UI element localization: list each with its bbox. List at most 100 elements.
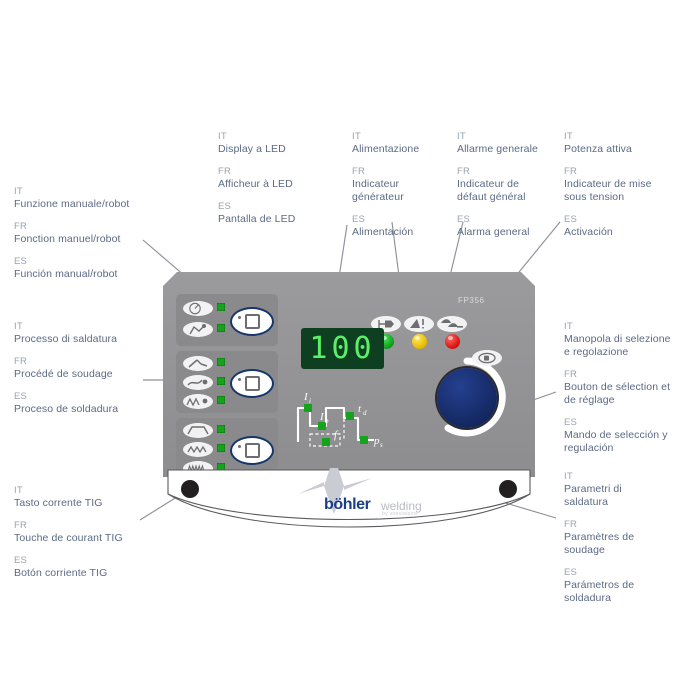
lang-code: IT bbox=[14, 321, 23, 332]
callout-text: Manopola di selezione e regolazione bbox=[564, 333, 671, 358]
callout-selection-knob: IT Manopola di selezione e regolazione F… bbox=[564, 320, 694, 455]
panel-screw-right bbox=[499, 480, 517, 498]
button-square-glyph bbox=[244, 443, 260, 458]
lang-code: IT bbox=[14, 485, 23, 496]
tig-led-2 bbox=[217, 444, 225, 452]
brand-suffix: welding bbox=[381, 499, 422, 513]
svg-text:s: s bbox=[380, 441, 383, 449]
process-led-3 bbox=[217, 396, 225, 404]
button-square-glyph bbox=[244, 376, 260, 391]
callout-text: Potenza attiva bbox=[564, 143, 632, 155]
lang-code: FR bbox=[457, 166, 471, 177]
lang-code: ES bbox=[14, 256, 28, 267]
svg-text:t: t bbox=[358, 403, 362, 415]
lang-code: ES bbox=[14, 555, 28, 566]
svg-text:p: p bbox=[373, 435, 380, 447]
callout-text: Processo di saldatura bbox=[14, 333, 118, 345]
tig-current-button[interactable] bbox=[230, 436, 274, 465]
lang-code: FR bbox=[14, 520, 28, 531]
lang-code: ES bbox=[564, 417, 578, 428]
svg-text:b: b bbox=[325, 417, 329, 425]
lang-code: IT bbox=[564, 131, 573, 142]
callout-text: Fonction manuel/robot bbox=[14, 233, 121, 245]
welding-process-button[interactable] bbox=[230, 369, 274, 398]
callout-text: Pantalla de LED bbox=[218, 213, 296, 225]
led-display: 100 bbox=[301, 328, 384, 369]
warning-icon bbox=[404, 316, 434, 332]
power-active-icon bbox=[437, 316, 467, 332]
callout-text: Botón corriente TIG bbox=[14, 567, 108, 579]
callout-tig-current-key: IT Tasto corrente TIG FR Touche de coura… bbox=[14, 484, 154, 580]
process-led-2 bbox=[217, 377, 225, 385]
panel-right-zone: FP356 100 bbox=[286, 286, 524, 468]
lang-code: IT bbox=[352, 131, 361, 142]
button-groups bbox=[176, 294, 278, 480]
knob-indicator-icon bbox=[472, 350, 502, 366]
pulse-wave-icon bbox=[183, 442, 213, 457]
lang-code: ES bbox=[564, 567, 578, 578]
callout-text: Bouton de sélection et de réglage bbox=[564, 381, 671, 406]
button-dot bbox=[238, 316, 241, 319]
lang-code: FR bbox=[352, 166, 366, 177]
callout-text: Display a LED bbox=[218, 143, 286, 155]
robot-mode-led bbox=[217, 324, 225, 332]
lang-code: IT bbox=[457, 131, 466, 142]
welding-process-group bbox=[176, 351, 278, 413]
lang-code: FR bbox=[564, 369, 578, 380]
lang-code: ES bbox=[218, 201, 232, 212]
callout-text: Mando de selección y regulación bbox=[564, 429, 668, 454]
callout-text: Touche de courant TIG bbox=[14, 532, 123, 544]
lang-code: IT bbox=[564, 321, 573, 332]
model-label: FP356 bbox=[458, 296, 485, 305]
dc-wave-icon bbox=[183, 423, 213, 438]
callout-text: Indicateur de mise sous tension bbox=[564, 178, 652, 203]
callout-text: Función manual/robot bbox=[14, 268, 118, 280]
brand-name: böhler bbox=[324, 496, 371, 513]
lang-code: FR bbox=[564, 519, 578, 530]
callout-text: Allarme generale bbox=[457, 143, 538, 155]
callout-text: Indicateur de défaut général bbox=[457, 178, 526, 203]
callout-active-power: IT Potenza attiva FR Indicateur de mise … bbox=[564, 130, 688, 239]
active-power-led bbox=[445, 334, 460, 349]
lang-code: IT bbox=[14, 186, 23, 197]
callout-text: Activación bbox=[564, 226, 613, 238]
callout-text: Alimentación bbox=[352, 226, 414, 238]
callout-text: Proceso de soldadura bbox=[14, 403, 119, 415]
svg-text:f: f bbox=[334, 429, 339, 441]
callout-manual-robot: IT Funzione manuale/robot FR Fonction ma… bbox=[14, 185, 146, 281]
selection-knob[interactable] bbox=[437, 368, 497, 428]
display-value: 100 bbox=[309, 330, 376, 366]
manual-robot-button[interactable] bbox=[230, 307, 274, 336]
svg-text:i: i bbox=[309, 397, 311, 405]
callout-led-display: IT Display a LED FR Afficheur à LED ES P… bbox=[218, 130, 338, 226]
panel-screw-left bbox=[181, 480, 199, 498]
button-dot bbox=[238, 378, 241, 381]
lang-code: FR bbox=[14, 221, 28, 232]
tig-led-3 bbox=[217, 463, 225, 471]
welding-parameters-diagram: I i I b f t d p s bbox=[296, 382, 420, 454]
callout-welding-process: IT Processo di saldatura FR Procédé de s… bbox=[14, 320, 146, 416]
pulsed-process-icon bbox=[183, 394, 213, 409]
tig-led-1 bbox=[217, 425, 225, 433]
svg-text:I: I bbox=[303, 391, 309, 403]
manual-robot-group bbox=[176, 294, 278, 346]
lang-code: ES bbox=[457, 214, 471, 225]
callout-text: Procédé de soudage bbox=[14, 368, 113, 380]
callout-power-supply: IT Alimentazione FR Indicateur générateu… bbox=[352, 130, 452, 239]
callout-text: Indicateur générateur bbox=[352, 178, 404, 203]
button-square-glyph bbox=[244, 314, 260, 329]
panel-base bbox=[158, 456, 540, 540]
mma-process-icon bbox=[183, 356, 213, 371]
process-led-1 bbox=[217, 358, 225, 366]
svg-text:d: d bbox=[363, 409, 367, 417]
lang-code: FR bbox=[564, 166, 578, 177]
callout-text: Alimentazione bbox=[352, 143, 420, 155]
lang-code: ES bbox=[564, 214, 578, 225]
callout-text: Afficheur à LED bbox=[218, 178, 293, 190]
callout-welding-parameters: IT Parametri di saldatura FR Paramètres … bbox=[564, 470, 684, 605]
general-alarm-led bbox=[412, 334, 427, 349]
selection-knob-assembly[interactable] bbox=[426, 350, 512, 444]
lang-code: FR bbox=[218, 166, 232, 177]
lang-code: ES bbox=[352, 214, 366, 225]
callout-text: Parametri di saldatura bbox=[564, 483, 622, 508]
